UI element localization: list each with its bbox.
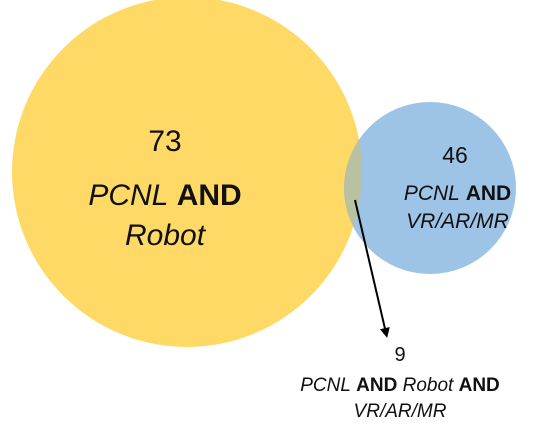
robot-set-label: PCNL AND Robot <box>70 176 260 256</box>
robot-set-operator: AND <box>176 179 242 212</box>
intersection-label: PCNL AND Robot AND VR/AR/MR <box>280 373 520 425</box>
vr-ar-mr-set-term1: PCNL <box>403 182 460 205</box>
vr-ar-mr-set-operator: AND <box>465 182 512 205</box>
intersection-operator1: AND <box>356 375 398 396</box>
vr-ar-mr-set-circle <box>344 102 516 274</box>
intersection-count: 9 <box>394 344 406 366</box>
intersection-arrow <box>354 199 390 338</box>
intersection-term2: Robot <box>402 375 454 396</box>
robot-set-count: 73 <box>148 125 182 158</box>
robot-set-term2: Robot <box>124 219 206 252</box>
intersection-term3: VR/AR/MR <box>353 401 447 422</box>
vr-ar-mr-set-label: PCNL AND VR/AR/MR <box>385 180 530 236</box>
vr-ar-mr-set-term2: VR/AR/MR <box>406 210 509 233</box>
intersection-operator2: AND <box>458 375 500 396</box>
robot-set-circle <box>12 0 362 347</box>
intersection-term1: PCNL <box>300 375 351 396</box>
robot-set-term1: PCNL <box>88 179 169 212</box>
vr-ar-mr-set-count: 46 <box>442 142 468 168</box>
